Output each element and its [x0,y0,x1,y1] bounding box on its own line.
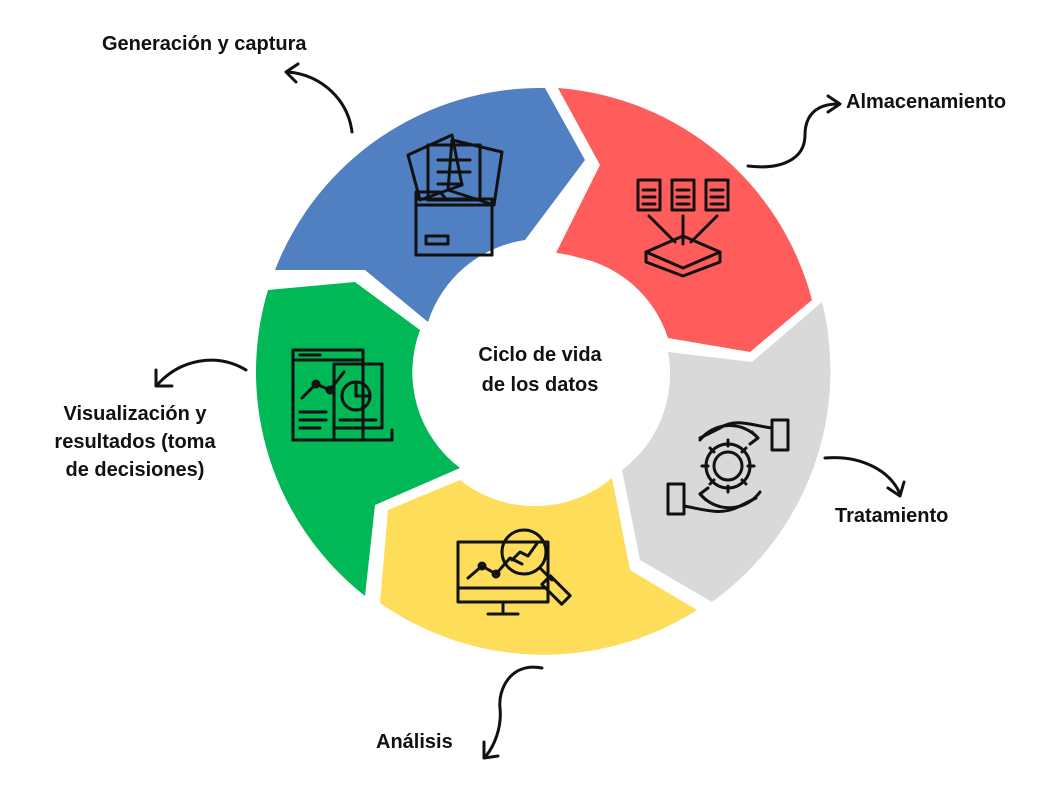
label-visualizacion: Visualización y resultados (toma de deci… [40,400,230,484]
label-visualizacion-line2: resultados (toma [54,431,216,453]
label-generacion: Generación y captura [102,33,307,55]
center-circle [420,252,664,496]
monitor-magnifier-chart-icon [456,528,572,616]
files-to-storage-icon [636,178,730,278]
label-almacenamiento: Almacenamiento [846,91,1007,113]
arrow-generacion [284,62,354,134]
center-title-line2: de los datos [481,374,599,396]
label-analisis: Análisis [376,731,453,753]
arrow-visualizacion [154,358,248,388]
arrow-analisis [482,665,544,760]
arrow-almacenamiento [746,94,842,169]
folder-documents-icon [406,133,504,257]
dashboard-report-icon [291,348,394,442]
center-title: Ciclo de vida de los datos [440,340,640,400]
label-tratamiento: Tratamiento [835,505,949,527]
hands-gear-icon [666,418,790,516]
arrow-tratamiento [823,456,906,498]
center-title-line1: Ciclo de vida [478,344,602,366]
segment-analisis [380,478,697,655]
label-visualizacion-line1: Visualización y [63,403,207,425]
label-visualizacion-line3: de decisiones) [65,459,205,481]
